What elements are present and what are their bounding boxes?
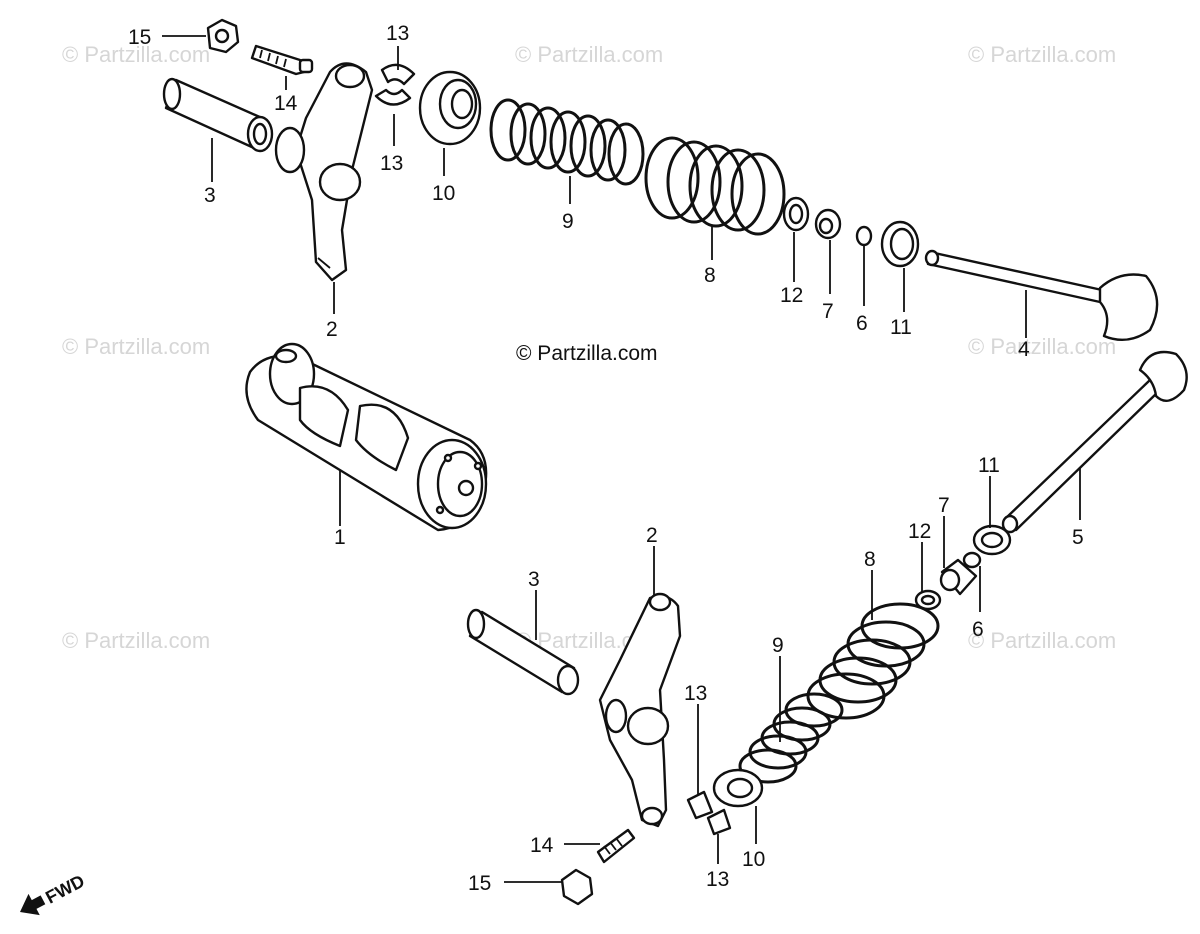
- callout-label: 9: [562, 210, 574, 233]
- callout-label: 5: [1072, 526, 1084, 549]
- copyright-text: © Partzilla.com: [516, 342, 658, 365]
- watermark: © Partzilla.com: [515, 42, 663, 67]
- callout-label: 1: [334, 526, 346, 549]
- watermark: © Partzilla.com: [62, 628, 210, 653]
- part-exhaust-valve: [1001, 350, 1188, 534]
- fwd-label: FWD: [42, 871, 88, 908]
- leader-lines: [162, 35, 1081, 883]
- callout-label: 8: [704, 264, 716, 287]
- part-clip-upper: [855, 225, 873, 247]
- callout-label: 13: [684, 682, 707, 705]
- callout-label: 11: [890, 316, 912, 339]
- part-spring-retainer-lower: [712, 768, 764, 808]
- part-clip-lower: [962, 551, 982, 569]
- part-outer-spring-upper: [644, 136, 786, 236]
- watermarks: © Partzilla.com © Partzilla.com © Partzi…: [62, 42, 1116, 653]
- part-stem-seal-lower: [939, 558, 978, 596]
- callout-label: 13: [380, 152, 403, 175]
- callout-label: 6: [972, 618, 984, 641]
- callout-label: 10: [742, 848, 765, 871]
- callout-label: 14: [530, 834, 554, 857]
- part-nut-upper: [206, 18, 240, 54]
- callout-label: 7: [938, 494, 950, 517]
- callout-label: 6: [856, 312, 868, 335]
- callout-label: 12: [908, 520, 931, 543]
- callout-label: 12: [780, 284, 803, 307]
- callout-label: 3: [528, 568, 540, 591]
- watermark: © Partzilla.com: [968, 42, 1116, 67]
- watermark: © Partzilla.com: [62, 42, 210, 67]
- part-o-ring-lower: [972, 524, 1012, 556]
- part-cotter-upper: [374, 63, 416, 106]
- part-rocker-arm-lower: [598, 592, 682, 828]
- callout-label: 3: [204, 184, 216, 207]
- part-inner-spring-lower: [738, 692, 844, 784]
- watermark: © Partzilla.com: [62, 334, 210, 359]
- part-o-ring-upper: [880, 220, 920, 268]
- part-stem-seal-upper: [814, 208, 842, 240]
- part-cotter-lower: [686, 790, 732, 836]
- part-intake-valve: [924, 249, 1159, 342]
- callout-label: 9: [772, 634, 784, 657]
- callout-label: 4: [1018, 338, 1030, 361]
- callout-labels: 15 14 13 13 3 10 9 8 12 7 6 11 4 2 1 2 3…: [128, 22, 1084, 895]
- part-rocker-arm-upper: [274, 62, 374, 282]
- fwd-arrow-icon: [20, 893, 46, 916]
- part-adjust-screw-lower: [596, 828, 636, 864]
- callout-label: 10: [432, 182, 455, 205]
- part-inner-spring-upper: [489, 98, 645, 186]
- callout-label: 13: [706, 868, 729, 891]
- callout-label: 2: [326, 318, 338, 341]
- part-outer-spring-lower: [806, 602, 940, 720]
- part-spring-retainer-upper: [418, 70, 482, 146]
- callout-label: 14: [274, 92, 298, 115]
- callout-label: 11: [978, 454, 1000, 477]
- watermark: © Partzilla.com: [968, 334, 1116, 359]
- callout-label: 7: [822, 300, 834, 323]
- part-adjust-screw-upper: [250, 44, 314, 76]
- callout-label: 13: [386, 22, 409, 45]
- watermark: © Partzilla.com: [968, 628, 1116, 653]
- part-rocker-shaft-upper: [162, 77, 274, 153]
- part-rocker-shaft-lower: [466, 608, 580, 696]
- part-nut-lower: [560, 868, 594, 906]
- fwd-indicator: FWD: [20, 871, 88, 916]
- part-camshaft: [245, 342, 488, 532]
- callout-label: 15: [128, 26, 151, 49]
- callout-label: 8: [864, 548, 876, 571]
- callout-label: 2: [646, 524, 658, 547]
- callout-label: 15: [468, 872, 491, 895]
- part-spring-seat-upper: [782, 196, 810, 232]
- part-spring-seat-lower: [914, 589, 942, 611]
